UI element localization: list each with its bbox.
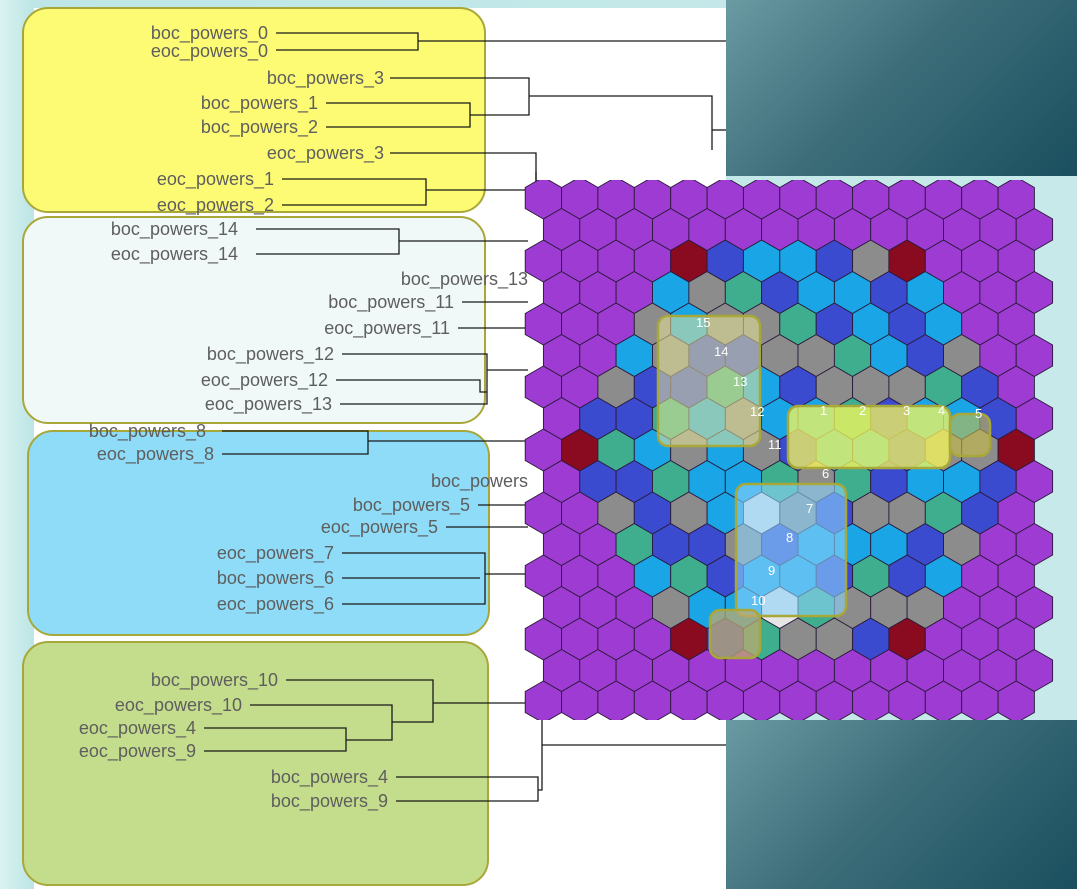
core-region-overlays [656,314,992,660]
dendrogram-label: boc_powers_14 [111,219,238,240]
dendrogram-label: boc_powers_9 [271,791,388,812]
core-hex-cell [1015,396,1054,441]
core-hex-cell [1015,459,1054,504]
core-hex-cell [1015,270,1054,315]
core-region-number: 14 [714,344,728,359]
dendrogram-branches [204,32,726,802]
core-hex-cell [1015,648,1054,693]
core-hex-cell [1015,585,1054,630]
core-region-highlight [708,608,762,660]
teal-decor-bottom [726,720,1077,889]
dendrogram-label: boc_powers [431,471,528,492]
core-region-number: 3 [903,403,910,418]
dendrogram-label: boc_powers_8 [89,421,206,442]
dendrogram-label: eoc_powers_5 [321,517,438,538]
dendrogram-label: boc_powers_4 [271,767,388,788]
dendrogram-label: boc_powers_0 [151,23,268,44]
dendrogram-label: boc_powers_6 [217,568,334,589]
core-region-number: 7 [806,501,813,516]
dendrogram-label: eoc_powers_4 [79,718,196,739]
dendrogram-label: eoc_powers_10 [115,695,242,716]
core-region-number: 1 [820,403,827,418]
dendrogram-label: eoc_powers_9 [79,741,196,762]
cluster-panel-white [22,216,486,424]
core-region-number: 10 [751,593,765,608]
core-region-number: 5 [975,406,982,421]
dendrogram-label: boc_powers_10 [151,670,278,691]
cluster-panel-blue [27,430,490,636]
dendrogram-label: eoc_powers_3 [267,143,384,164]
core-region-number: 15 [696,315,710,330]
dendrogram-label: eoc_powers_1 [157,169,274,190]
core-hex-cell [1015,207,1054,252]
dendrogram-label: eoc_powers_0 [151,41,268,62]
dendrogram-label: boc_powers_2 [201,117,318,138]
teal-decor-top [726,0,1077,176]
core-region-highlight [734,482,848,618]
dendrogram-label: eoc_powers_8 [97,444,214,465]
core-region-number: 12 [750,404,764,419]
dendrogram-label: eoc_powers_13 [205,394,332,415]
cluster-panel-green [22,641,489,886]
core-region-number: 8 [786,530,793,545]
core-region-number: 13 [733,374,747,389]
core-region-number: 4 [938,403,945,418]
dendrogram-label: eoc_powers_7 [217,543,334,564]
dendrogram-label: eoc_powers_14 [111,244,238,265]
dendrogram-label: boc_powers_13 [401,269,528,290]
dendrogram-label: boc_powers_11 [328,292,454,313]
core-hex-cell [1015,333,1054,378]
dendrogram-label: eoc_powers_6 [217,594,334,615]
core-region-number: 9 [768,563,775,578]
dendrogram-label: boc_powers_5 [353,495,470,516]
core-region-highlight [656,314,762,448]
dendrogram-label: eoc_powers_12 [201,370,328,391]
dendrogram-label: boc_powers_3 [267,68,384,89]
dendrogram-label: eoc_powers_2 [157,195,274,216]
dendrogram-label: boc_powers_1 [201,93,318,114]
dendrogram-label: eoc_powers_11 [324,318,450,339]
core-region-highlight [948,412,992,458]
dendrogram-label: boc_powers_12 [207,344,334,365]
core-region-number: 6 [822,466,829,481]
core-hex-cell [1015,522,1054,567]
core-region-highlight [786,404,952,470]
core-region-number: 2 [859,403,866,418]
core-region-number: 11 [768,437,782,452]
